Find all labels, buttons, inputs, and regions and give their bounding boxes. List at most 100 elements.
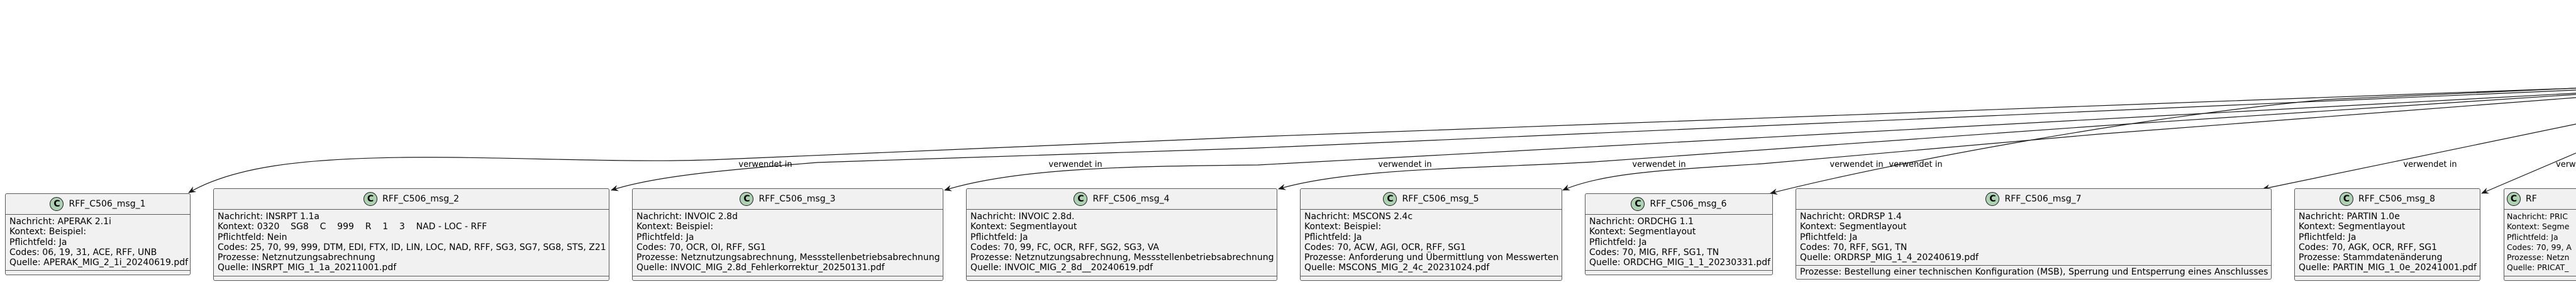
class-title: RFF_C506_msg_2 <box>382 194 460 204</box>
class-field: Prozesse: Netznutzungsabrechnung <box>218 253 375 263</box>
class-field: Prozesse: Netzn <box>2507 253 2570 263</box>
class-field: Kontext: Beispiel: <box>9 227 87 237</box>
class-title: RFF_C506_msg_5 <box>1402 194 1479 204</box>
class-field: Kontext: Segmentlayout <box>1589 227 1696 237</box>
class-c-icon: C <box>2507 192 2521 206</box>
class-field: Quelle: APERAK_MIG_2_1i_20240619.pdf <box>9 258 189 268</box>
class-methods-section <box>633 276 943 280</box>
class-field: Codes: 70, ACW, AGI, OCR, RFF, SG1 <box>1304 242 1466 253</box>
class-field: Nachricht: MSCONS 2.4c <box>1304 212 1413 222</box>
class-field: Nachricht: ORDRSP 1.4 <box>1800 212 1902 222</box>
class-methods-section <box>2504 276 2576 280</box>
class-field: Quelle: PRICAT_ <box>2507 263 2569 273</box>
class-field: Pflichtfeld: Ja <box>2507 232 2558 242</box>
class-field: Codes: 70, 99, FC, OCR, RFF, SG2, SG3, V… <box>970 242 1159 253</box>
edge-msg-6 <box>1770 88 2576 195</box>
class-field: Quelle: MSCONS_MIG_2_4c_20231024.pdf <box>1304 263 1490 273</box>
class-field: Nachricht: APERAK 2.1i <box>9 217 111 227</box>
class-field: Quelle: INVOIC_MIG_2_8d__20240619.pdf <box>970 263 1153 273</box>
class-methods-section <box>214 276 609 280</box>
class-field: Pflichtfeld: Ja <box>1800 232 1858 242</box>
class-field: Codes: 70, MIG, RFF, SG1, TN <box>1589 247 1719 258</box>
class-methods-section <box>1301 276 1562 280</box>
class-c-icon: C <box>1074 192 1088 206</box>
class-field: Codes: 06, 19, 31, ACE, RFF, UNB <box>9 247 157 258</box>
class-field: Pflichtfeld: Ja <box>2299 232 2357 242</box>
class-header: C RFF_C506_msg_3 <box>633 189 943 210</box>
class-field: Pflichtfeld: Ja <box>9 237 67 247</box>
edge-label: verwendet in <box>1632 160 1686 169</box>
class-field: Pflichtfeld: Ja <box>1304 232 1362 242</box>
edge-label: verwendet in <box>1378 160 1432 169</box>
class-c-icon: C <box>740 192 754 206</box>
class-field: Quelle: PARTIN_MIG_1_0e_20241001.pdf <box>2299 263 2477 273</box>
class-field: Kontext: Beispiel: <box>1304 222 1382 232</box>
class-title: RFF_C506_msg_4 <box>1092 194 1170 204</box>
class-field: Quelle: ORDRSP_MIG_1_4_20240619.pdf <box>1800 253 1979 263</box>
edge-label: verwendet in <box>1048 160 1102 169</box>
class-field: Prozesse: Netznutzungsabrechnung, Messst… <box>636 253 940 263</box>
class-fields: Nachricht: INVOIC 2.8d.Kontext: Segmentl… <box>967 210 1277 276</box>
edge-msg-2 <box>611 89 2576 191</box>
class-field: Codes: 70, 99, A <box>2507 242 2572 252</box>
class-field: Nachricht: ORDCHG 1.1 <box>1589 217 1694 227</box>
class-field: Nachricht: INVOIC 2.8d <box>636 212 738 222</box>
edge-msg-8 <box>2481 152 2576 194</box>
class-header: C RFF_C506_msg_4 <box>967 189 1277 210</box>
class-field: Pflichtfeld: Ja <box>636 232 694 242</box>
class-field: Nachricht: PRIC <box>2507 212 2568 221</box>
class-methods-section <box>2295 276 2480 280</box>
class-method: Prozesse: Bestellung einer technischen K… <box>1800 267 2268 278</box>
class-field: Codes: 25, 70, 99, 999, DTM, EDI, FTX, I… <box>218 242 606 253</box>
class-header: C RFF_C506_msg_1 <box>6 194 190 215</box>
class-field: Kontext: Segmentlayout <box>2299 222 2406 232</box>
edge-msg-3 <box>944 93 2576 191</box>
class-header: C RFF_C506_msg_5 <box>1301 189 1562 210</box>
class-title: RF <box>2526 194 2537 204</box>
class-title: RFF_C506_msg_1 <box>69 199 146 209</box>
class-c-icon: C <box>50 197 64 211</box>
class-methods-section <box>1585 271 1772 275</box>
class-field: Prozesse: Stammdatenänderung <box>2299 253 2443 263</box>
class-field: Nachricht: INVOIC 2.8d. <box>970 212 1075 222</box>
class-c-icon: C <box>1383 192 1397 206</box>
class-field: Kontext: Beispiel: <box>636 222 714 232</box>
class-field: Prozesse: Anforderung und Übermittlung v… <box>1304 253 1559 263</box>
class-field: Nachricht: PARTIN 1.0e <box>2299 212 2400 222</box>
class-field: Quelle: ORDCHG_MIG_1_1_20230331.pdf <box>1589 258 1771 268</box>
class-title: RFF_C506_msg_3 <box>758 194 836 204</box>
edge-label: verwendet in <box>738 160 792 169</box>
class-field: Codes: 70, RFF, SG1, TN <box>1800 242 1907 253</box>
class-field: Pflichtfeld: Ja <box>1589 237 1647 247</box>
class-field: Codes: 70, AGK, OCR, RFF, SG1 <box>2299 242 2438 253</box>
edge-msg-7 <box>2262 123 2576 191</box>
edge-label: verwendet in <box>2403 160 2457 169</box>
class-title: RFF_C506_msg_6 <box>1650 199 1727 209</box>
class-field: Pflichtfeld: Ja <box>970 232 1028 242</box>
class-field: Quelle: INSRPT_MIG_1_1a_20211001.pdf <box>218 263 397 273</box>
class-field: Pflichtfeld: Nein <box>218 232 287 242</box>
edge-label: verwendet in <box>1889 160 1943 169</box>
class-header: C RF <box>2504 189 2576 210</box>
class-field: Kontext: Segme <box>2507 222 2570 232</box>
class-title: RFF_C506_msg_8 <box>2358 194 2436 204</box>
